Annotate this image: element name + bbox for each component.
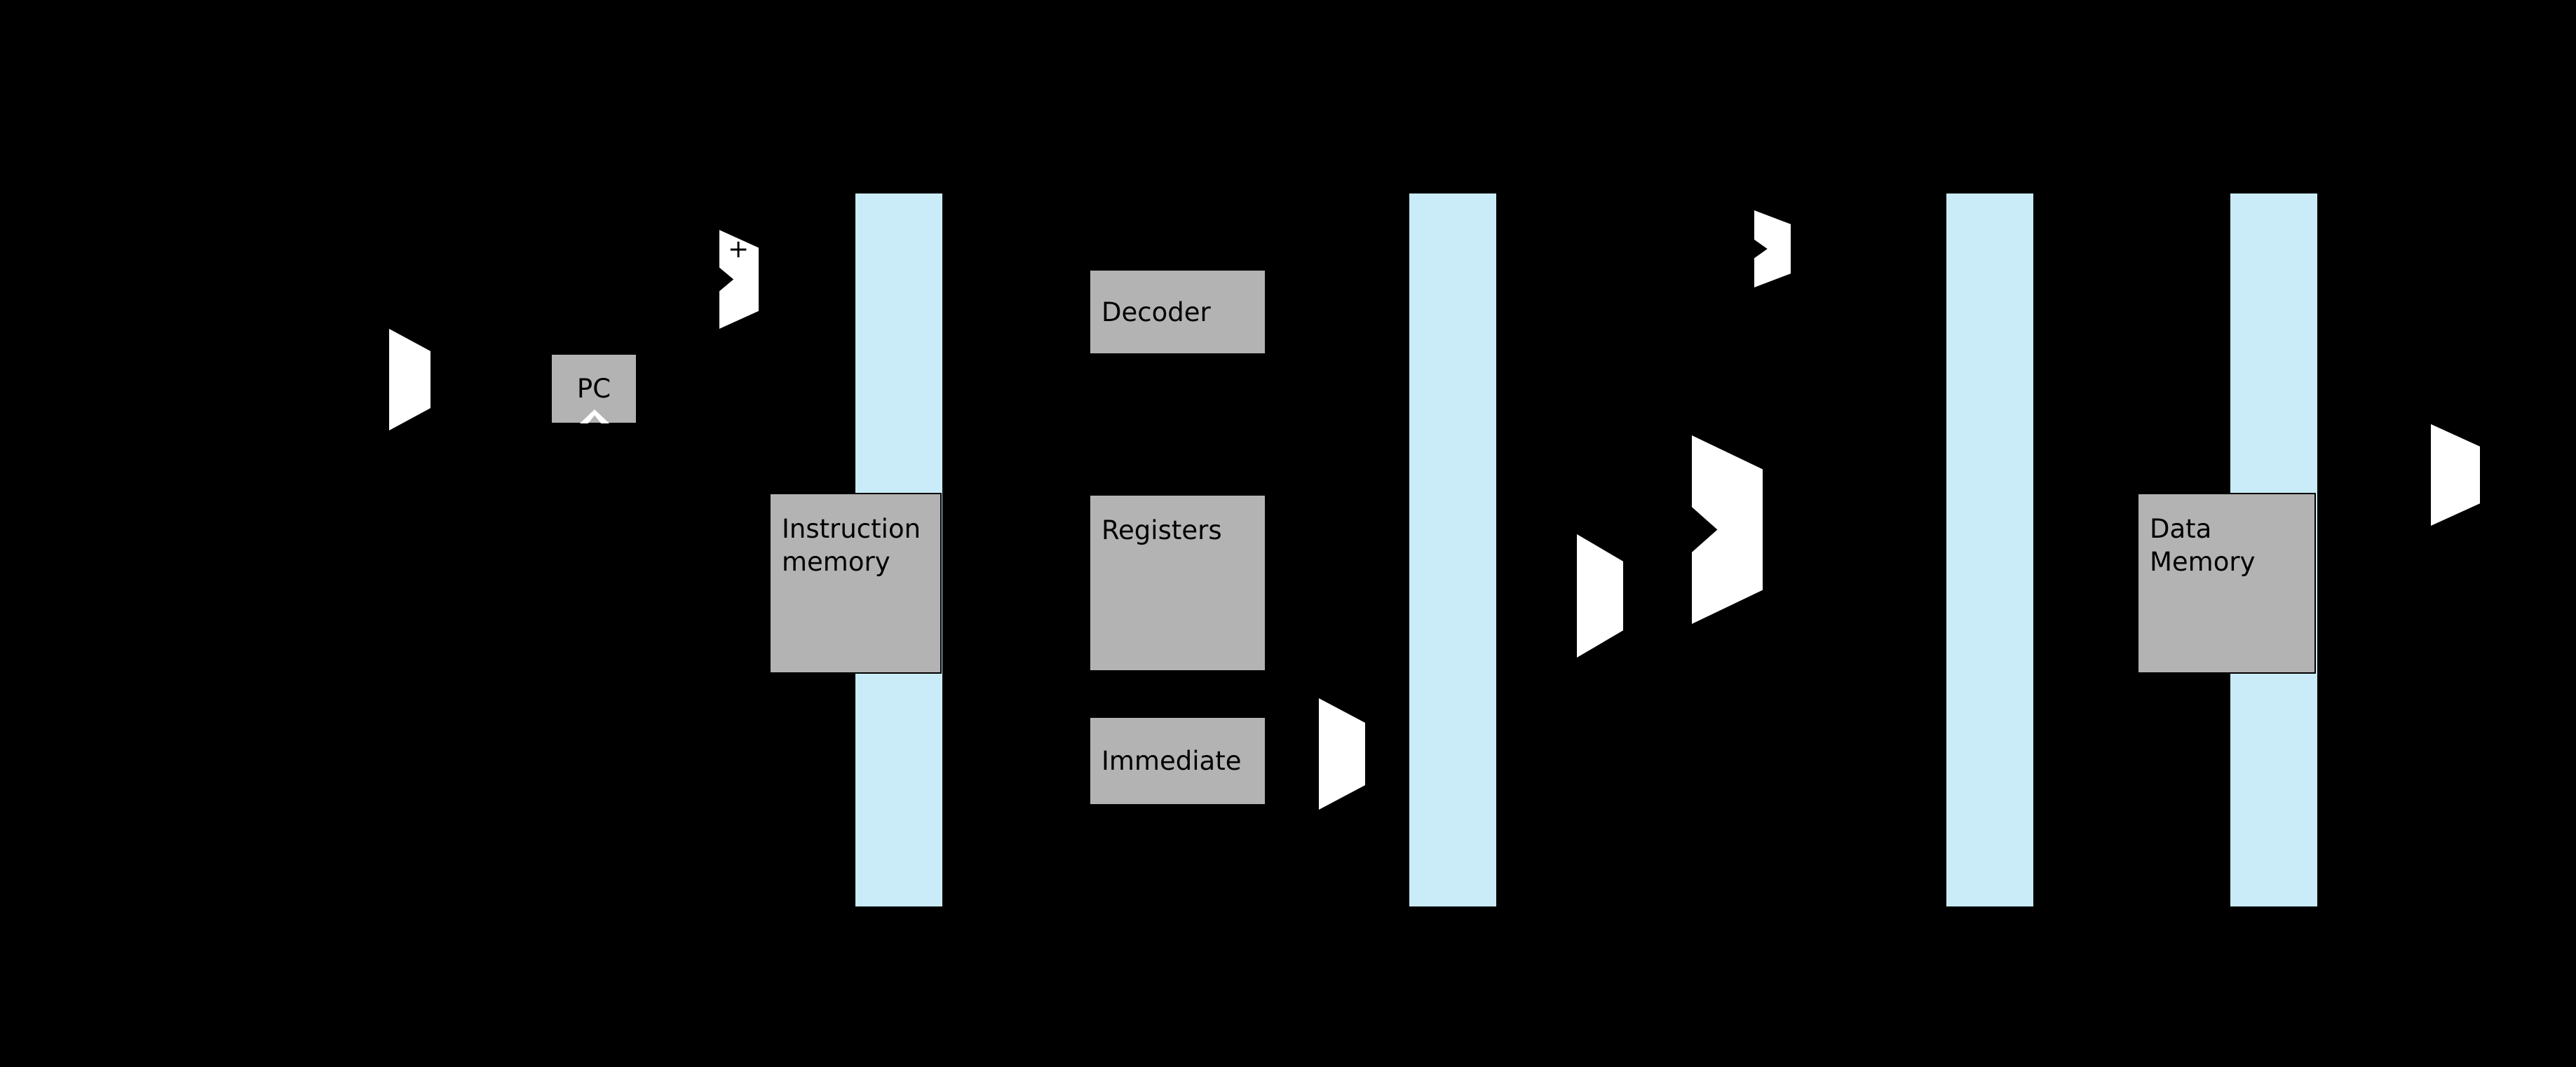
instruction-memory-block: Instruction memory bbox=[769, 493, 942, 674]
instruction-memory-label-line2: memory bbox=[782, 547, 890, 577]
alu-icon bbox=[1692, 435, 1763, 624]
branch-adder-icon bbox=[1754, 210, 1791, 287]
decoder-block: Decoder bbox=[1089, 269, 1266, 355]
data-memory-label-line2: Memory bbox=[2150, 547, 2256, 577]
pc-source-mux-icon bbox=[389, 329, 431, 430]
alu-operand-mux-icon bbox=[1577, 534, 1623, 658]
data-memory-label-line1: Data bbox=[2150, 514, 2212, 544]
pc-block: PC bbox=[550, 353, 637, 424]
immediate-label: Immediate bbox=[1101, 746, 1242, 776]
decoder-label: Decoder bbox=[1101, 297, 1211, 327]
immediate-block: Immediate bbox=[1089, 716, 1266, 806]
data-memory-block: Data Memory bbox=[2137, 493, 2316, 674]
registers-label: Registers bbox=[1101, 515, 1222, 545]
writeback-mux-icon bbox=[2431, 424, 2480, 526]
pc-label: PC bbox=[576, 374, 611, 404]
immediate-operand-mux-icon bbox=[1319, 698, 1365, 810]
instruction-memory-label-line1: Instruction bbox=[782, 514, 921, 544]
pipeline-register-id-ex bbox=[1408, 192, 1498, 908]
registers-block: Registers bbox=[1089, 494, 1266, 672]
pc-adder-plus-label: + bbox=[728, 235, 750, 264]
pipeline-register-ex-mem bbox=[1945, 192, 2035, 908]
